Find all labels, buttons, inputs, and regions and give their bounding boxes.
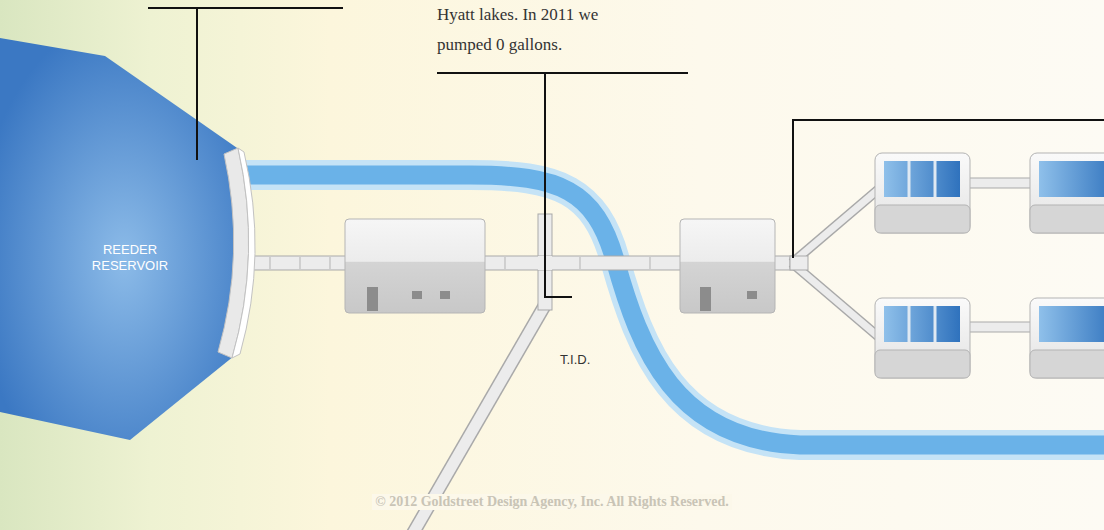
reservoir-name: REEDER RESERVOIR (85, 242, 175, 274)
storage-tank (1030, 298, 1104, 378)
reservoir-shape (0, 36, 262, 446)
storage-tank (1030, 153, 1104, 233)
leader-line (148, 7, 343, 9)
pump-station (345, 219, 485, 313)
callout-note: Hyatt lakes. In 2011 we pumped 0 gallons… (437, 0, 649, 60)
pump-station (680, 219, 775, 313)
canal (245, 175, 1104, 445)
reservoir: REEDER RESERVOIR (0, 36, 262, 446)
leader-line (196, 8, 198, 160)
treatment-tank (875, 298, 970, 378)
treatment-tank (875, 153, 970, 233)
pipe-name: T.I.D. (560, 352, 590, 367)
leader-line (437, 73, 1104, 297)
watermark: © 2012 Goldstreet Design Agency, Inc. Al… (372, 494, 732, 510)
